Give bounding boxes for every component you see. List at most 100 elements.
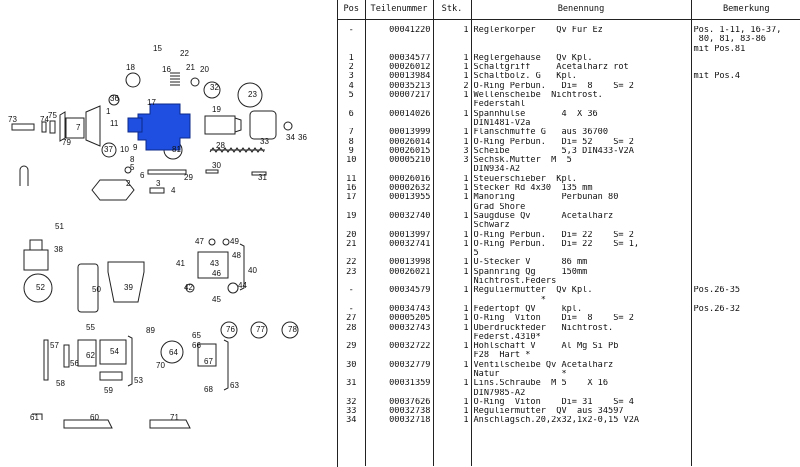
cell-pos: - [338,304,366,315]
cell-teilenummer: 00034577 [365,53,434,64]
cell-stk: 1 [433,323,472,333]
cell-pos: 21 [338,239,366,250]
diagram-label: 39 [124,283,133,292]
cell-pos: 32 [338,397,366,408]
part-clip-61 [32,413,43,420]
diagram-label: 48 [232,251,241,260]
diagram-label: 56 [70,359,79,368]
diagram-label: 62 [86,351,95,360]
part-tube-50 [77,263,99,313]
cell-benennung: U-Stecker V 86 mm [471,258,692,268]
cell-stk [433,369,472,380]
diagram-label: 15 [153,44,162,53]
part-ring-42 [185,283,195,293]
table-row: Federst.4310* [338,332,800,343]
cell-stk: 1 [433,184,472,194]
cell-pos: 20 [338,230,366,240]
cell-teilenummer: 00035213 [365,81,434,92]
part-body-62 [77,339,97,367]
cell-pos: 16 [338,184,366,194]
cell-teilenummer: 00007217 [365,91,434,101]
cell-stk: 1 [433,63,472,73]
part-nozzle-11 [85,105,101,147]
table-row: DIN1481-V2a [338,118,800,129]
diagram-label: 23 [248,90,257,99]
part-body-54 [99,339,127,365]
col-header-teilenummer: Teilenummer [365,0,434,20]
diagram-label: 57 [50,341,59,350]
table-header-row: Pos Teilenummer Stk. Benennung Bemerkung [338,0,800,20]
part-bracket-63 [223,339,229,391]
diagram-label: 30 [212,161,221,170]
diagram-label: 33 [260,137,269,146]
cell-stk: 1 [433,258,472,268]
part-ring-23 [237,82,263,108]
part-ring-18 [125,72,141,88]
cell-stk: 2 [433,81,472,92]
cell-bemerkung [691,63,800,72]
diagram-label: 79 [62,138,71,147]
part-tool-71 [149,419,191,429]
cell-bemerkung [691,100,800,109]
cell-benennung: Scheibe 5,3 DIN433-V2A [471,146,692,157]
cell-bemerkung [691,379,800,388]
cell-teilenummer [365,35,434,45]
diagram-label: 17 [147,98,156,107]
cell-bemerkung [691,119,800,128]
cell-benennung: Überdruckfeder Nichtrost. [471,323,692,333]
cell-stk: 1 [433,416,472,426]
cell-bemerkung [691,110,800,119]
diagram-label: 49 [230,237,239,246]
cell-stk: 1 [433,137,472,147]
cell-stk: 1 [433,230,472,240]
cell-benennung: O-Ring Perbun. Di= 22 S= 2 [471,230,692,240]
part-ring-52 [23,273,53,303]
cell-benennung: F28 Hart * [471,351,692,361]
cell-teilenummer [365,221,434,231]
part-grip-2 [91,179,135,201]
part-ring-32 [203,81,221,99]
diagram-label: 78 [288,325,297,334]
part-tool-60 [63,419,113,429]
cell-benennung: * [471,295,692,305]
cell-bemerkung [691,370,800,379]
cell-bemerkung: Pos.26-32 [693,304,741,314]
cell-teilenummer: 00005210 [365,156,434,166]
cell-stk: 1 [433,239,472,250]
cell-benennung: Lins.Schraube M 5 X 16 [471,379,692,389]
part-shaft-29 [147,169,187,175]
cell-pos: - [338,26,366,36]
col-header-bemerkung: Bemerkung [691,0,800,20]
diagram-label: 34 [286,133,295,142]
cell-stk: 3 [433,156,472,166]
cell-teilenummer: 00032743 [365,323,434,333]
part-pin-16 [19,165,29,186]
table-row: 5 [338,249,800,259]
cell-benennung: Stecker Rd 4x30 135 mm [471,184,692,194]
cell-stk: 1 [433,379,472,389]
part-pin-57 [43,339,49,381]
cell-bemerkung [691,351,800,360]
diagram-label: 29 [184,173,193,182]
cell-pos [338,351,366,361]
diagram-label: 36 [110,94,119,103]
cell-bemerkung [691,165,800,174]
table-row: Schwarz [338,221,800,231]
cell-pos: - [338,286,366,296]
cell-benennung [471,35,692,45]
diagram-label: 22 [180,49,189,58]
cell-benennung: Anschlagsch.20,2x32,1x2-0,15 V2A [471,416,692,426]
cell-pos: 28 [338,323,366,333]
cell-pos: 1 [338,53,366,64]
diagram-label: 67 [204,357,213,366]
cell-benennung: O-Ring Viton Di= 31 S= 4 [471,397,692,408]
part-ring-34 [283,121,293,131]
cell-stk [433,165,472,175]
regulator-body-highlight [127,103,191,151]
cell-bemerkung [691,268,800,277]
